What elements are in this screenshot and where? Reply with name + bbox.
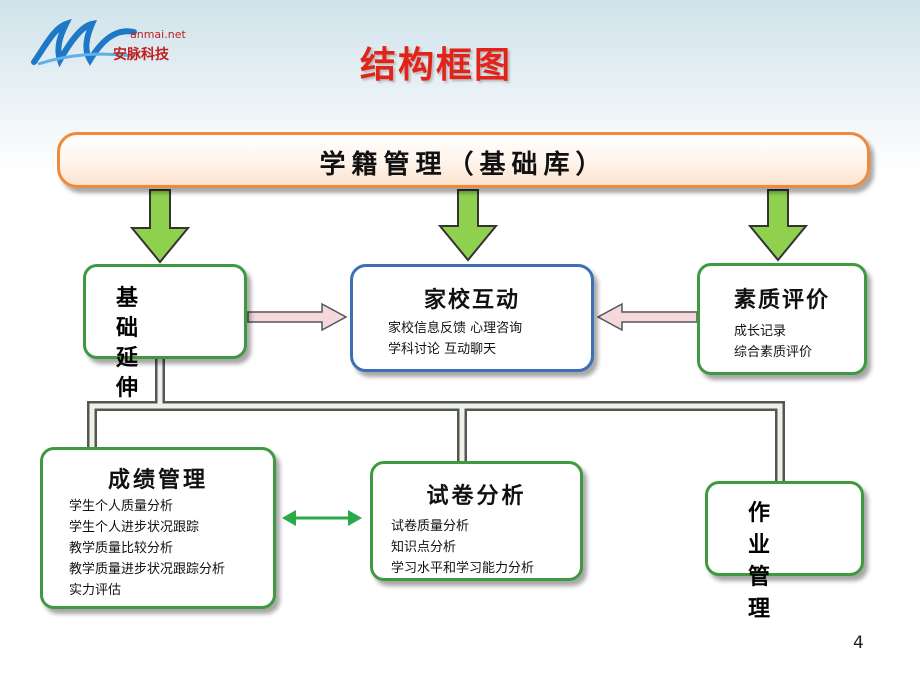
quality-evaluation-item: 综合素质评价 (734, 345, 813, 360)
down-arrow-icon (437, 189, 499, 262)
quality-evaluation-title: 素质评价 (733, 288, 830, 313)
basic-extension-line1: 基 础 (116, 286, 167, 341)
basic-extension-line2: 延 伸 (116, 346, 167, 401)
down-arrow-icon (129, 189, 191, 264)
homework-management-line1: 作 业 (748, 501, 797, 558)
exam-analysis-title: 试卷分析 (426, 484, 527, 509)
company-logo (30, 18, 190, 70)
student-records-title: 学籍管理（基础库） (319, 150, 608, 180)
exam-analysis-item: 知识点分析 (391, 540, 457, 555)
score-management-item: 实力评估 (69, 583, 122, 598)
home-school-item: 家校信息反馈 心理咨询 (388, 321, 523, 336)
homework-management-line2: 管 理 (748, 565, 797, 622)
tree-connector (87, 355, 785, 486)
score-management-box: 成绩管理 学生个人质量分析 学生个人进步状况跟踪 教学质量比较分析 教学质量进步… (40, 447, 276, 609)
exam-analysis-box: 试卷分析 试卷质量分析 知识点分析 学习水平和学习能力分析 (370, 461, 583, 581)
down-arrow-icon (747, 189, 809, 262)
score-management-item: 教学质量进步状况跟踪分析 (69, 562, 226, 577)
logo-text-cn: 安脉科技 (113, 47, 169, 63)
homework-management-label: 作 业 管 理 (748, 498, 838, 626)
exam-analysis-item: 学习水平和学习能力分析 (391, 561, 535, 576)
exam-analysis-item: 试卷质量分析 (391, 519, 470, 534)
slide-title: 结构框图 (360, 45, 513, 86)
score-management-item: 学生个人进步状况跟踪 (69, 520, 200, 535)
home-school-title: 家校互动 (423, 288, 520, 313)
homework-management-box: 作 业 管 理 (705, 481, 864, 622)
left-arrow-icon (596, 302, 698, 332)
double-arrow-icon (282, 510, 362, 526)
quality-evaluation-item: 成长记录 (734, 324, 787, 339)
quality-evaluation-box: 素质评价 成长记录 综合素质评价 (697, 263, 867, 375)
student-records-box: 学籍管理（基础库） (57, 132, 870, 188)
score-management-title: 成绩管理 (107, 468, 208, 493)
right-arrow-icon (247, 302, 348, 332)
home-school-item: 学科讨论 互动聊天 (388, 342, 497, 357)
logo-swoosh-icon (31, 18, 137, 68)
home-school-box: 家校互动 家校信息反馈 心理咨询 学科讨论 互动聊天 (350, 264, 594, 372)
basic-extension-label: 基 础 延 伸 (116, 284, 226, 404)
score-management-item: 学生个人质量分析 (69, 499, 174, 514)
score-management-item: 教学质量比较分析 (69, 541, 174, 556)
basic-extension-box: 基 础 延 伸 (83, 264, 247, 401)
page-number: 4 (853, 633, 864, 653)
logo-text-en: anmai.net (130, 28, 186, 41)
